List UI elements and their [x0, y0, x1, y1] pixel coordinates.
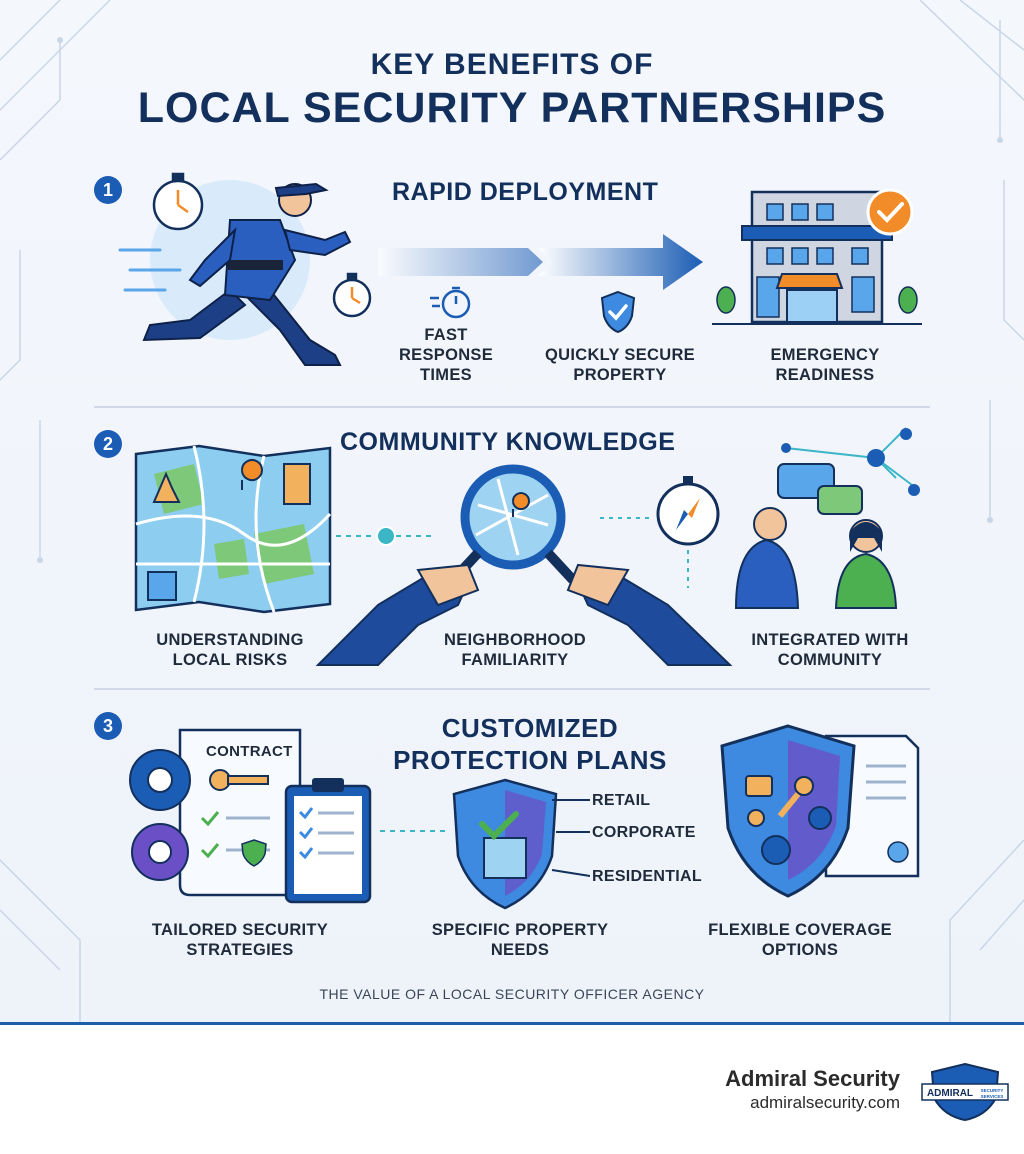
- stopwatch-icon: [430, 286, 471, 319]
- caption-neighborhood: NEIGHBORHOOD FAMILIARITY: [430, 630, 600, 670]
- logo-text: ADMIRAL: [927, 1088, 973, 1099]
- infographic-panel: KEY BENEFITS OF LOCAL SECURITY PARTNERSH…: [0, 0, 1024, 1024]
- section-3-title: CUSTOMIZED PROTECTION PLANS: [393, 713, 667, 775]
- shield-coverage-icon: [720, 724, 920, 898]
- property-type-residential: RESIDENTIAL: [592, 868, 702, 885]
- section-3-number: 3: [94, 712, 122, 740]
- shield-building-icon: [380, 778, 591, 910]
- svg-text:SERVICES: SERVICES: [981, 1094, 1004, 1099]
- gears-icon: [129, 749, 191, 881]
- caption-text: FLEXIBLE COVERAGE OPTIONS: [708, 921, 892, 959]
- clipboard-icon: [284, 778, 372, 904]
- title-line-1: KEY BENEFITS OF: [370, 48, 654, 81]
- admiral-logo-icon: ADMIRAL SECURITY SERVICES: [921, 1062, 1009, 1122]
- caption-tailored: TAILORED SECURITY STRATEGIES: [140, 920, 340, 960]
- contract-gears-illustration: [129, 728, 372, 904]
- compass-icon: [600, 476, 720, 588]
- section-divider: [94, 406, 930, 408]
- section-1-title: RAPID DEPLOYMENT: [392, 178, 659, 206]
- caption-text: UNDERSTANDING LOCAL RISKS: [156, 631, 304, 669]
- contract-label: CONTRACT: [206, 743, 293, 760]
- title-line-2: LOCAL SECURITY PARTNERSHIPS: [137, 84, 887, 132]
- caption-text: NEIGHBORHOOD FAMILIARITY: [443, 631, 587, 669]
- caption-secure-property: QUICKLY SECURE PROPERTY: [530, 345, 710, 385]
- property-type-retail: RETAIL: [592, 792, 651, 809]
- map-icon: [134, 444, 332, 614]
- caption-emergency-readiness: EMERGENCY READINESS: [735, 345, 915, 385]
- key-icon: [209, 769, 269, 791]
- shield-check-icon: [600, 290, 636, 334]
- section-1-number: 1: [94, 176, 122, 204]
- caption-text: TAILORED SECURITY STRATEGIES: [151, 921, 329, 959]
- section-2-title: COMMUNITY KNOWLEDGE: [340, 428, 676, 456]
- arrow-graphic: [378, 234, 703, 290]
- caption-flexible-coverage: FLEXIBLE COVERAGE OPTIONS: [700, 920, 900, 960]
- police-officer-icon: [118, 172, 372, 366]
- footer-divider: [0, 1022, 1024, 1025]
- caption-text: INTEGRATED WITH COMMUNITY: [751, 631, 909, 669]
- svg-text:SECURITY: SECURITY: [981, 1088, 1004, 1093]
- caption-text: SPECIFIC PROPERTY NEEDS: [431, 921, 609, 959]
- magnifier-icon: [315, 464, 733, 666]
- circuit-decoration-left: [0, 0, 1024, 1024]
- caption-text: FAST RESPONSE TIMES: [398, 326, 494, 384]
- people-chat-icon: [734, 427, 920, 609]
- footer-note: THE VALUE OF A LOCAL SECURITY OFFICER AG…: [319, 986, 705, 1002]
- connector-decoration: [336, 526, 436, 546]
- building-icon: [712, 188, 922, 325]
- caption-text: QUICKLY SECURE PROPERTY: [545, 346, 695, 384]
- caption-local-risks: UNDERSTANDING LOCAL RISKS: [140, 630, 320, 670]
- caption-community: INTEGRATED WITH COMMUNITY: [730, 630, 930, 670]
- caption-text: EMERGENCY READINESS: [770, 346, 880, 384]
- brand-url[interactable]: admiralsecurity.com: [750, 1093, 900, 1112]
- property-type-corporate: CORPORATE: [592, 824, 696, 841]
- caption-fast-response: FAST RESPONSE TIMES: [376, 325, 516, 385]
- section-divider: [94, 688, 930, 690]
- section-2-number: 2: [94, 430, 122, 458]
- stopwatch-icon: [152, 172, 372, 318]
- caption-property-needs: SPECIFIC PROPERTY NEEDS: [420, 920, 620, 960]
- brand-name: Admiral Security: [725, 1066, 900, 1091]
